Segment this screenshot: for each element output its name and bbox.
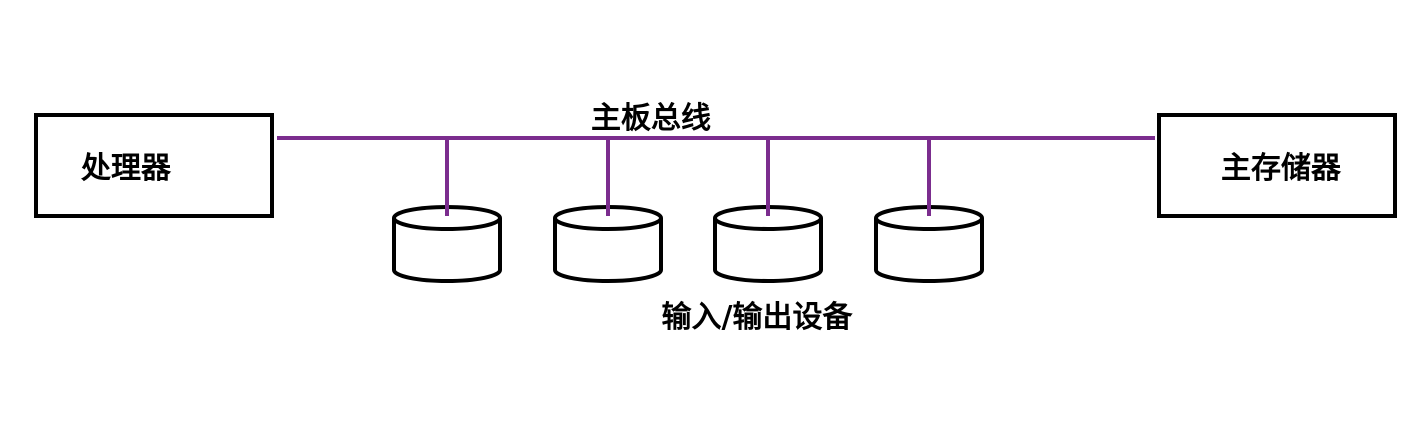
memory-box bbox=[1157, 113, 1397, 218]
cylinder-body bbox=[553, 218, 663, 283]
memory-label: 主存储器 bbox=[1221, 151, 1342, 186]
bus-label: 主板总线 bbox=[591, 101, 711, 136]
io-devices bbox=[392, 138, 984, 283]
cylinder-body bbox=[392, 218, 502, 283]
processor-label: 处理器 bbox=[80, 151, 172, 186]
io-devices-label: 输入/输出设备 bbox=[662, 300, 854, 335]
io-device-3 bbox=[713, 138, 823, 283]
io-device-2 bbox=[553, 138, 663, 283]
io-device-1 bbox=[392, 138, 502, 283]
io-device-4 bbox=[874, 138, 984, 283]
processor-box bbox=[34, 113, 274, 218]
cylinder-body bbox=[874, 218, 984, 283]
cylinder-body bbox=[713, 218, 823, 283]
